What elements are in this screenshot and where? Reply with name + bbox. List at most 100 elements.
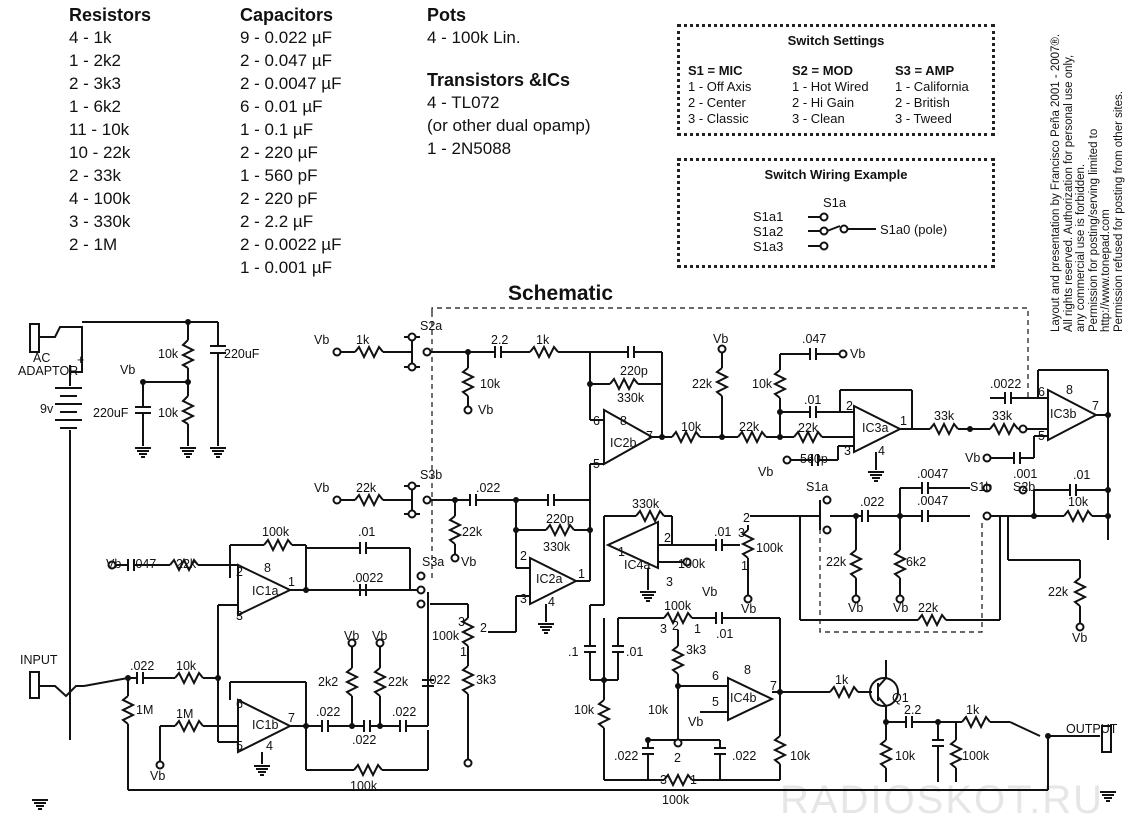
pots-item: 4 - 100k Lin. bbox=[427, 28, 521, 47]
label-c22: 2.2 bbox=[904, 703, 921, 717]
label-r330k: 330k bbox=[543, 540, 571, 554]
label-n1: 1 bbox=[578, 567, 585, 581]
resistors-item: 2 - 1M bbox=[69, 235, 118, 254]
label-vb: Vb bbox=[702, 585, 717, 599]
label-ic3a: IC3a bbox=[862, 421, 888, 435]
label-r22k: 22k bbox=[918, 601, 939, 615]
label-c220p: 220p bbox=[620, 364, 648, 378]
label-c01: .01 bbox=[714, 525, 731, 539]
label-vb: Vb bbox=[478, 403, 493, 417]
label-r100k: 100k bbox=[262, 525, 290, 539]
schematic-wires bbox=[29, 307, 1112, 791]
label-c022: .022 bbox=[732, 749, 756, 763]
label-n1: 1 bbox=[690, 773, 697, 787]
label-r10k: 10k bbox=[158, 406, 179, 420]
label-r6k2: 6k2 bbox=[906, 555, 926, 569]
pots-heading: Pots bbox=[427, 5, 467, 25]
label-c22: 2.2 bbox=[491, 333, 508, 347]
label-n2: 2 bbox=[236, 565, 243, 579]
label-r100k: 100k bbox=[662, 793, 690, 807]
resistors-heading: Resistors bbox=[69, 5, 152, 25]
label-r2k2: 2k2 bbox=[318, 675, 338, 689]
label-c022: .022 bbox=[860, 495, 884, 509]
label-plus: + bbox=[77, 353, 84, 367]
label-vb: Vb bbox=[741, 602, 756, 616]
label-n5: 5 bbox=[1038, 429, 1045, 443]
label-r33k: 33k bbox=[992, 409, 1013, 423]
label-ic1b: IC1b bbox=[252, 718, 278, 732]
label-n6: 6 bbox=[1038, 385, 1045, 399]
label-s3b: S3b bbox=[420, 468, 442, 482]
wiring-pin-2: S1a2 bbox=[753, 224, 784, 239]
label-n2: 2 bbox=[846, 399, 853, 413]
label-vb: Vb bbox=[965, 451, 980, 465]
switch-column-head: S3 = AMP bbox=[895, 63, 955, 78]
label-n3: 3 bbox=[520, 592, 527, 606]
label-r22k: 22k bbox=[462, 525, 483, 539]
label-vb: Vb bbox=[106, 557, 121, 571]
wiring-pin-3: S1a3 bbox=[753, 239, 784, 254]
label-r1k: 1k bbox=[966, 703, 980, 717]
switch-option: 2 - British bbox=[895, 95, 950, 110]
label-n6: 6 bbox=[236, 697, 243, 711]
label-n5: 5 bbox=[593, 457, 600, 471]
label-c220p: 220p bbox=[546, 512, 574, 526]
label-vb: Vb bbox=[120, 363, 135, 377]
label-r100k: 100k bbox=[350, 779, 378, 793]
label-vb: Vb bbox=[314, 481, 329, 495]
label-n8: 8 bbox=[1066, 383, 1073, 397]
label-r1m: 1M bbox=[136, 703, 153, 717]
label-r10k: 10k bbox=[752, 377, 773, 391]
label-r100k: 100k bbox=[756, 541, 784, 555]
wiring-pin-1: S1a1 bbox=[753, 209, 784, 224]
label-c560p: 560p bbox=[800, 452, 828, 466]
label-n3: 3 bbox=[660, 622, 667, 636]
transistors-item: (or other dual opamp) bbox=[427, 116, 591, 135]
label-r10k: 10k bbox=[1068, 495, 1089, 509]
label-c1: .1 bbox=[568, 645, 578, 659]
label-vb: Vb bbox=[713, 332, 728, 346]
label-n3: 3 bbox=[458, 615, 465, 629]
wiring-switch-symbol bbox=[808, 212, 876, 251]
label-s2b: S2b bbox=[1013, 480, 1035, 494]
label-ic2b: IC2b bbox=[610, 436, 636, 450]
label-n4: 4 bbox=[266, 739, 273, 753]
schematic-title: Schematic bbox=[508, 282, 614, 305]
label-output: OUTPUT bbox=[1066, 722, 1118, 736]
label-c0047: .0047 bbox=[917, 494, 948, 508]
label-c022: .022 bbox=[476, 481, 500, 495]
label-c01: .01 bbox=[358, 525, 375, 539]
capacitors-heading: Capacitors bbox=[240, 5, 334, 25]
switch-option: 3 - Tweed bbox=[895, 111, 952, 126]
label-n1: 1 bbox=[741, 559, 748, 573]
switch-settings-title: Switch Settings bbox=[787, 33, 885, 48]
label-r330k: 330k bbox=[617, 391, 645, 405]
label-n4: 4 bbox=[548, 595, 555, 609]
label-n1: 1 bbox=[288, 575, 295, 589]
label-vb: Vb bbox=[688, 715, 703, 729]
resistors-item: 1 - 2k2 bbox=[69, 51, 121, 70]
resistors-item: 4 - 100k bbox=[69, 189, 131, 208]
wiring-pole-label: S1a0 (pole) bbox=[880, 222, 948, 237]
label-r1k: 1k bbox=[536, 333, 550, 347]
label-s1a: S1a bbox=[806, 480, 828, 494]
resistors-item: 1 - 6k2 bbox=[69, 97, 121, 116]
switch-wiring-title: Switch Wiring Example bbox=[764, 167, 908, 182]
capacitors-item: 2 - 0.0022 µF bbox=[240, 235, 342, 254]
label-vb: Vb bbox=[850, 347, 865, 361]
label-n2: 2 bbox=[520, 549, 527, 563]
label-vb: Vb bbox=[893, 601, 908, 615]
label-n7: 7 bbox=[646, 429, 653, 443]
capacitors-item: 1 - 0.001 µF bbox=[240, 258, 333, 277]
label-c047: .047 bbox=[132, 557, 156, 571]
label-c220uf: 220uF bbox=[224, 347, 260, 361]
label-r22k: 22k bbox=[388, 675, 409, 689]
label-c01: .01 bbox=[626, 645, 643, 659]
label-r3k3: 3k3 bbox=[686, 643, 706, 657]
label-r10k: 10k bbox=[681, 420, 702, 434]
label-n1: 1 bbox=[460, 645, 467, 659]
capacitors-item: 1 - 0.1 µF bbox=[240, 120, 314, 139]
